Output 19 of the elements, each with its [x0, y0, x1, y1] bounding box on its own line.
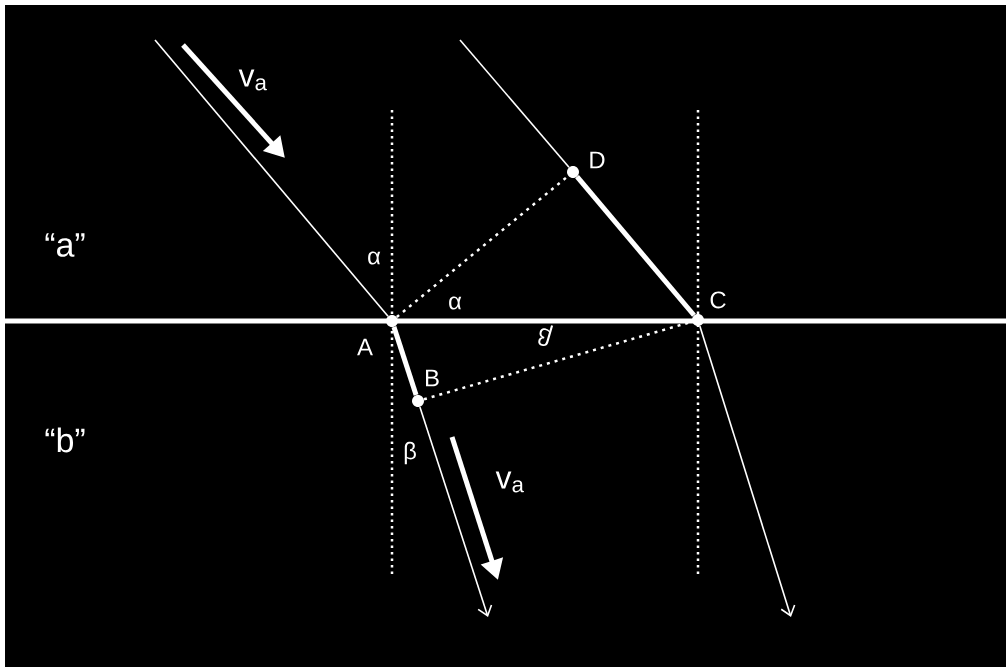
light-ray — [575, 175, 696, 317]
velocity-label: v$_{a}$ — [238, 69, 267, 91]
point-label: D — [590, 151, 605, 169]
light-ray — [699, 325, 796, 617]
angle-label: β — [538, 325, 554, 346]
point-label: B — [426, 369, 439, 387]
velocity-label: v$_{a}$ — [495, 471, 524, 493]
angle-label: α — [368, 251, 381, 265]
angle-label: β — [404, 441, 416, 465]
light-ray — [459, 39, 570, 169]
light-ray — [419, 406, 493, 617]
point-label: A — [357, 338, 373, 356]
point-label: C — [710, 291, 726, 309]
region-label: “a” — [45, 233, 85, 257]
angle-label: α — [449, 296, 462, 310]
wavefront-line — [396, 174, 569, 318]
light-ray — [154, 39, 389, 318]
light-ray — [391, 326, 419, 396]
region-label: “b” — [45, 427, 85, 453]
